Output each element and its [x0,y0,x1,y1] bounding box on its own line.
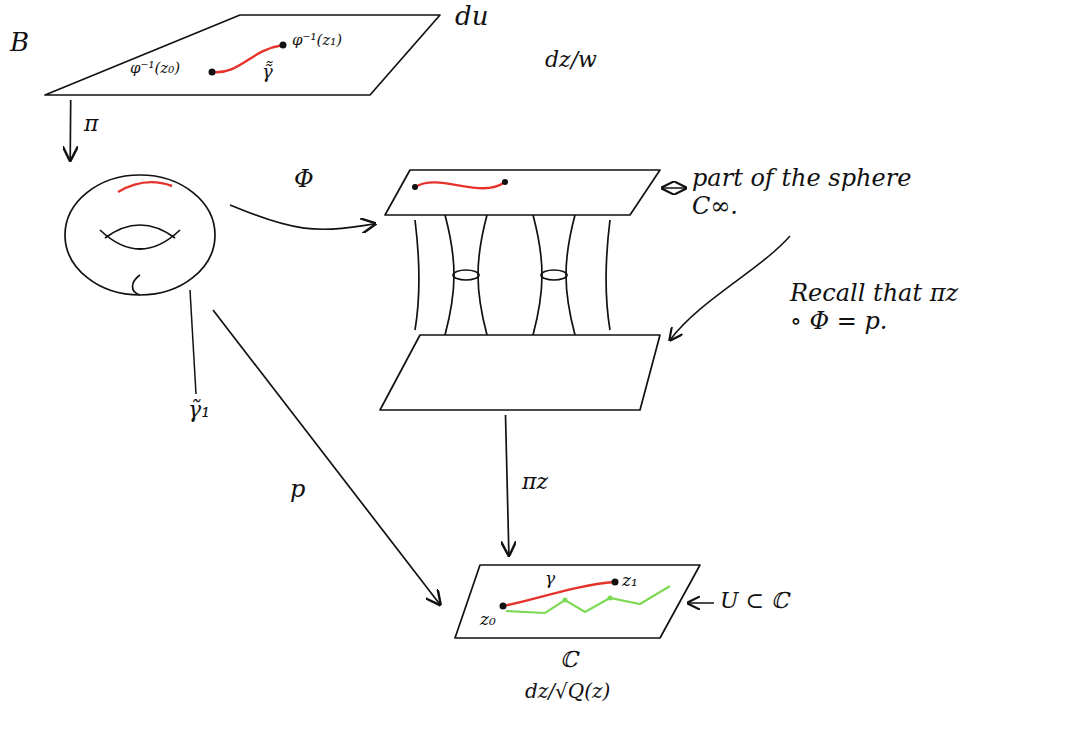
torus-path [118,182,172,192]
plane-path [503,582,615,606]
math-label: γ̃₁ [188,398,210,422]
point [612,579,619,586]
outline-stroke [380,335,660,410]
point [563,598,568,603]
point [412,184,418,190]
green-path [506,586,670,613]
outline-stroke [133,275,141,295]
figure-node: Bdu φ⁻¹(z₀) φ⁻¹(z₁) γ̃̃ [0,0,505,100]
leader-arrow [688,602,714,604]
leader-arrow [662,187,686,189]
red-curves [118,45,615,606]
map-name: π [82,112,100,136]
outline-stroke [105,225,175,238]
leader-line [190,290,196,394]
point [502,179,508,185]
outline [60,160,230,310]
note-label: part of the sphere C∞. [692,165,912,220]
map-arrow [230,205,375,229]
map-name: Φ [292,166,316,192]
math-label: du [455,2,488,31]
figure-node: γ̃₁ [60,160,230,310]
note-label: U ⊂ ℂ [720,588,788,613]
outline-stroke [453,270,479,280]
outline-stroke [45,15,440,95]
outline [440,555,705,645]
map-arrow [213,310,440,605]
math-label: γ [545,569,555,588]
outline-stroke [455,565,700,638]
figure-node: z₀z₁γℂdz/√Q(z) [440,555,705,645]
outline-stroke [100,230,180,249]
green-dots [563,596,613,603]
point [280,42,287,49]
outline-stroke [541,270,567,280]
point [608,596,613,601]
map-arrow [506,415,509,555]
math-label: B [10,28,29,57]
outline-stroke [65,175,215,295]
outline [375,160,665,415]
dots [209,42,619,610]
outline-stroke [606,220,610,330]
note-label: Recall that πz ∘ Φ = p. [790,280,965,335]
math-label: dz/√Q(z) [525,680,610,702]
math-label: z₁ [622,571,638,590]
outline-stroke [385,170,660,215]
math-label: dz/w [545,48,597,72]
sphere-path [415,182,505,188]
math-label: γ̃̃ [262,62,273,82]
math-label: φ⁻¹(z₀) [130,60,180,77]
point [500,603,507,610]
math-label: ℂ [560,648,578,672]
outline-stroke [415,220,419,330]
leader-arrow [670,236,790,340]
math-label: φ⁻¹(z₁) [292,32,342,49]
math-label: z₀ [480,610,496,629]
map-arrow [69,100,71,160]
outline [0,0,505,100]
map-name: p [288,476,307,502]
map-name: πz [520,470,550,494]
point [209,69,216,76]
figure-node: dz/w [375,160,665,415]
